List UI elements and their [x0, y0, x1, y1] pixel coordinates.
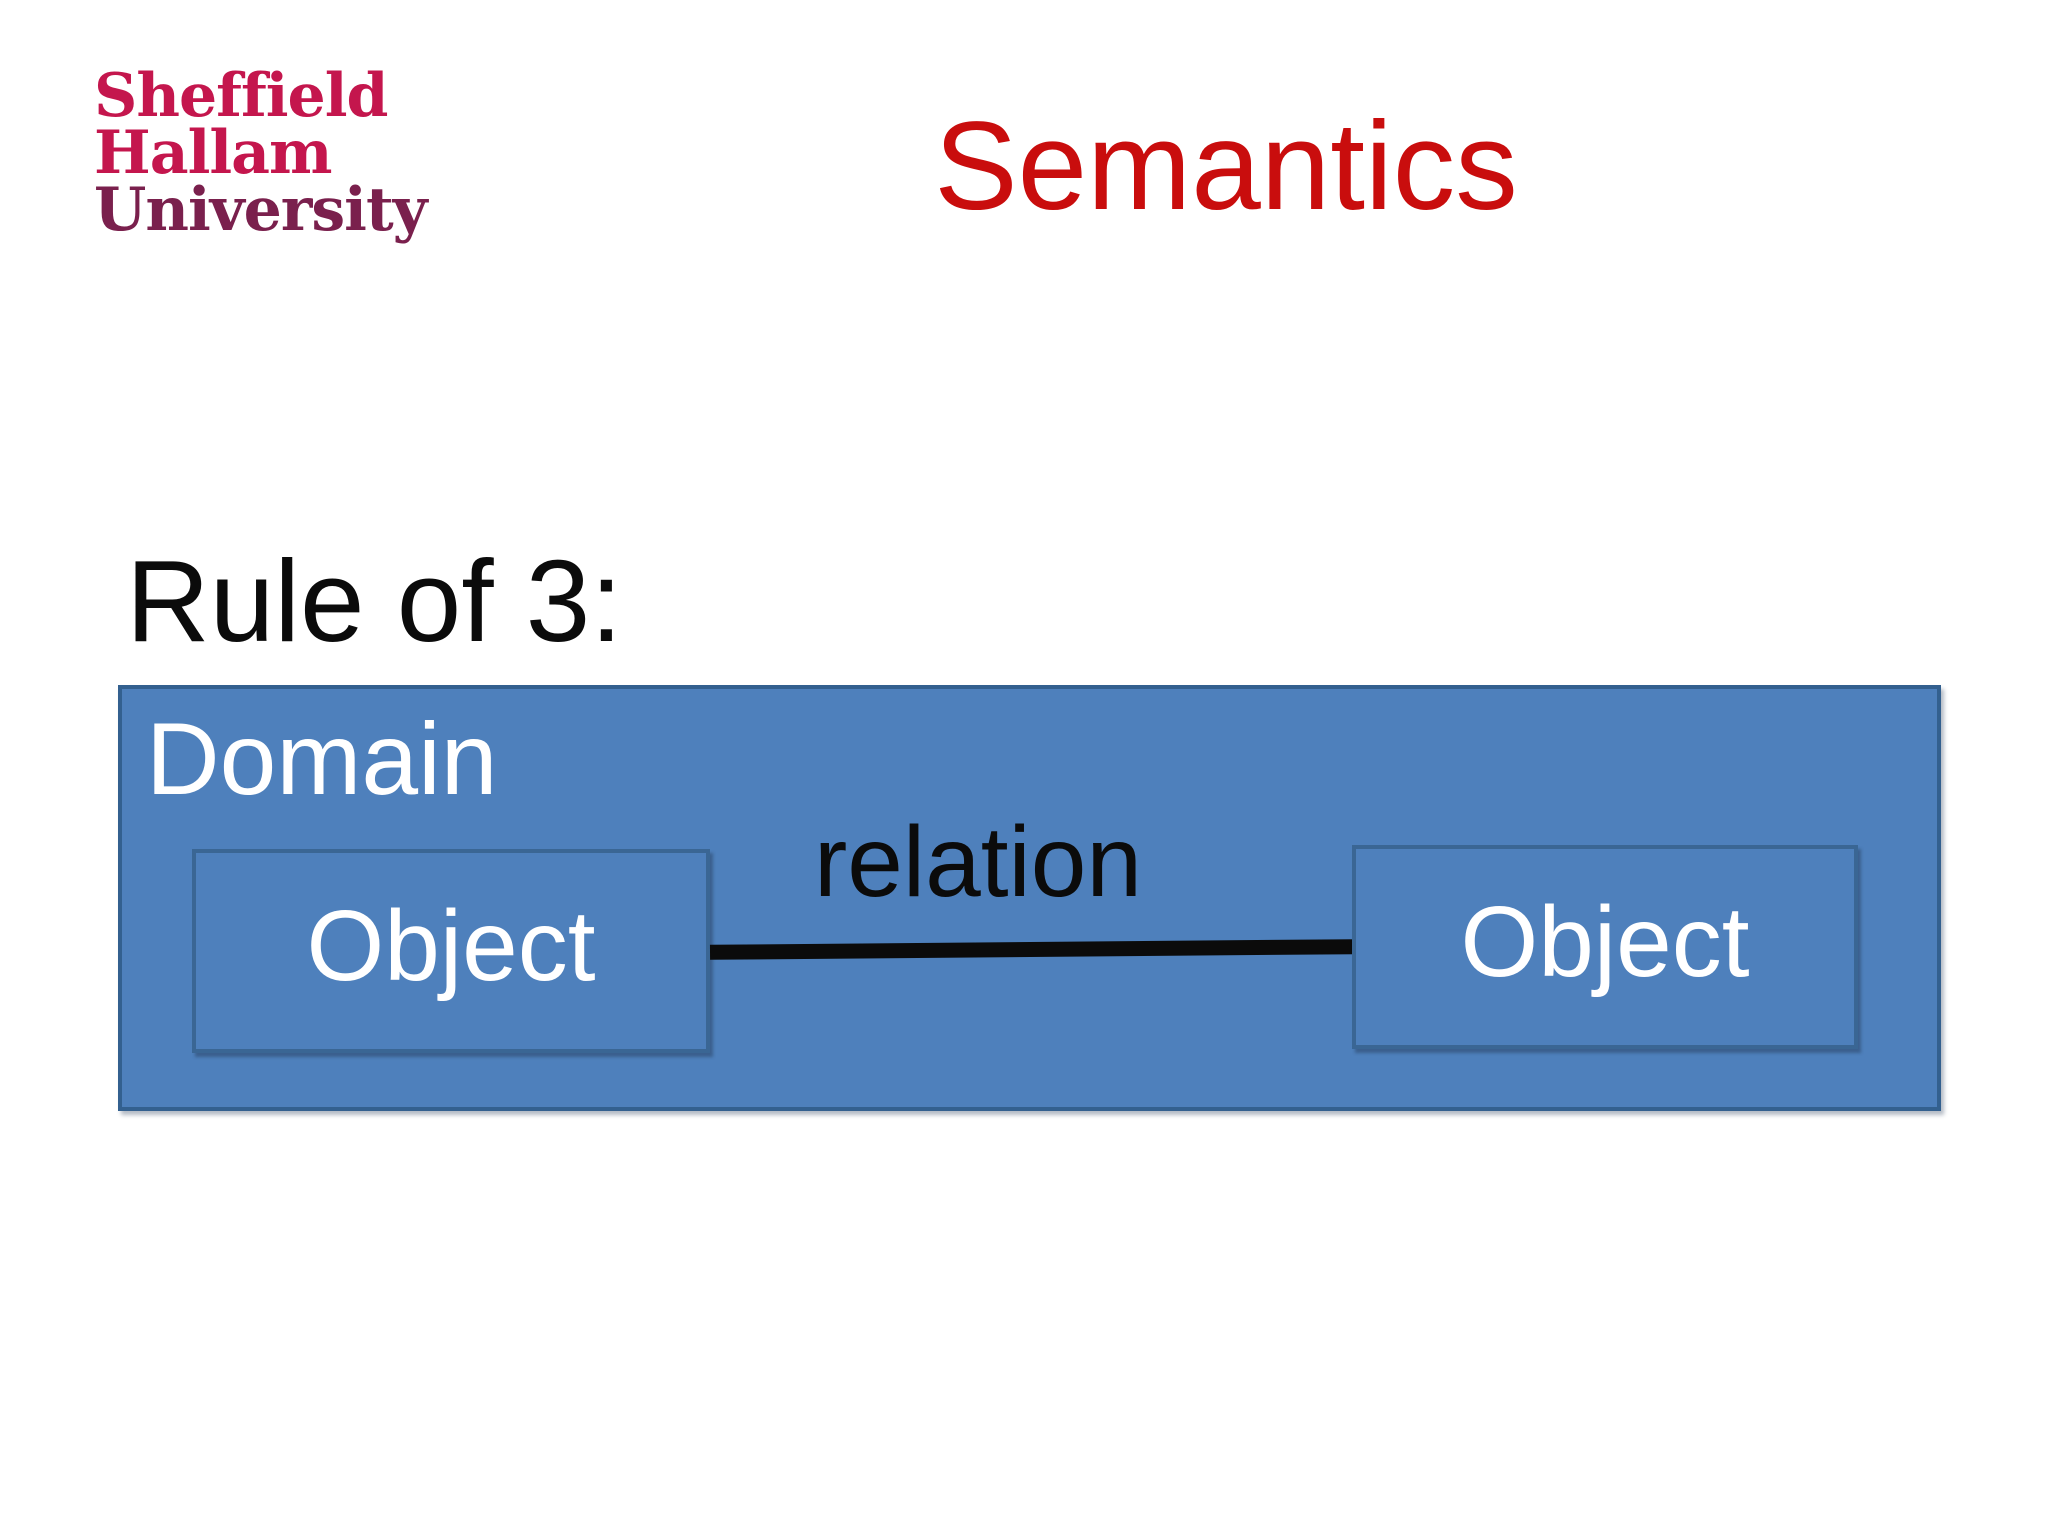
object-label-left: Object [306, 890, 596, 1002]
object-label-right: Object [1460, 886, 1750, 998]
logo-text-sheffield: Sheffield [94, 61, 388, 131]
domain-box: Domain Object relation Object [118, 685, 1941, 1111]
relation-connector-line [709, 939, 1355, 960]
relation-label: relation [814, 806, 1142, 918]
domain-label: Domain [146, 702, 498, 816]
object-box-right: Object [1352, 845, 1858, 1049]
rule-of-3-heading: Rule of 3: [126, 536, 623, 666]
slide-title: Semantics [934, 97, 1518, 236]
logo-text-university: University [94, 175, 428, 245]
university-logo: Sheffield Hallam University [94, 61, 428, 245]
logo-text-hallam: Hallam [94, 118, 333, 188]
object-box-left: Object [192, 849, 710, 1053]
